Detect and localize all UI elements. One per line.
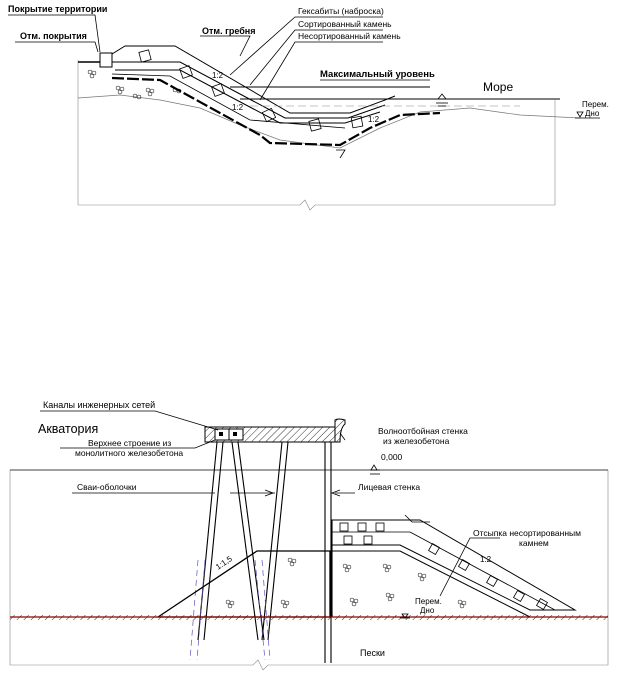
wave-wall-label-1: Волноотбойная стенка (378, 426, 468, 436)
bottom-level-symbol-top (575, 111, 600, 119)
shell-piles-label: Сваи-оболочки (77, 482, 137, 492)
variable-bottom-label-2: Дно (585, 109, 600, 118)
armour-blocks (339, 522, 549, 611)
slope-right-label: 1:2 (480, 555, 492, 564)
unsorted-fill-label-1: Отсыпка несортированным (473, 528, 581, 538)
stone-fill-bottom (225, 557, 467, 609)
core-inner-line (111, 73, 346, 129)
core-fill-line (332, 550, 531, 618)
sea-label: Море (483, 80, 513, 94)
breakwater-outer-contour (111, 45, 396, 114)
unsorted-stone-label: Несортированный камень (298, 31, 401, 41)
sorted-stone-label: Сортированный камень (298, 19, 392, 29)
superstructure-label-1: Верхнее строение из (88, 438, 171, 448)
top-ground-line (77, 94, 581, 149)
slope-left-label: 1:1,5 (214, 554, 234, 572)
crest-mark-label: Отм. гребня (202, 26, 255, 36)
cover-mark-label: Отм. покрытия (20, 31, 87, 41)
max-level-label: Максимальный уровень (320, 69, 435, 80)
slope-label-upper: 1:2 (212, 71, 224, 80)
bottom-level-symbol (400, 613, 410, 619)
variable-bottom-label-1: Перем. (582, 100, 609, 109)
sorted-stone-layer (115, 69, 381, 124)
stone-berm (155, 550, 331, 618)
top-leader-lines (8, 14, 383, 159)
water-level-symbol-top (436, 93, 448, 107)
utility-channels-label: Каналы инженерных сетей (43, 400, 155, 410)
wave-wall-label-2: из железобетона (383, 436, 450, 446)
superstructure-label-2: монолитного железобетона (75, 448, 183, 458)
territory-cover-label: Покрытие территории (8, 4, 107, 14)
cover-block (99, 52, 113, 68)
bottom-section-drawing: Каналы инженерных сетей Акватория Верхне… (9, 400, 609, 671)
variable-bottom-label-b2: Дно (420, 606, 435, 615)
hexabit-layer (112, 61, 386, 119)
level-zero-label: 0,000 (381, 452, 403, 462)
core-bottom-line (111, 76, 441, 147)
bottom-frame (9, 470, 609, 671)
slope-label-lower: 1:2 (368, 115, 380, 124)
stone-fill-top (87, 69, 182, 100)
facing-wall-label: Лицевая стенка (358, 482, 420, 492)
wave-wall (318, 418, 346, 443)
shell-piles (197, 441, 332, 663)
unsorted-fill-label-2: камнем (519, 538, 549, 548)
slope-label-middle: 1:2 (232, 103, 244, 112)
variable-bottom-label-b1: Перем. (415, 597, 442, 606)
bottom-leader-lines (40, 410, 500, 597)
sands-label: Пески (360, 648, 385, 658)
facing-wall-pointer (404, 514, 430, 523)
level-zero-symbol (370, 464, 380, 475)
hexabits-label: Гексабиты (наброска) (298, 6, 384, 16)
top-frame-bottom (78, 199, 555, 211)
slope-armour (331, 519, 577, 611)
hexabit-blocks (138, 49, 364, 132)
top-section-drawing: Покрытие территории Отм. покрытия Отм. г… (8, 4, 609, 211)
water-area-label: Акватория (38, 422, 98, 436)
pile-dashes (189, 559, 271, 661)
